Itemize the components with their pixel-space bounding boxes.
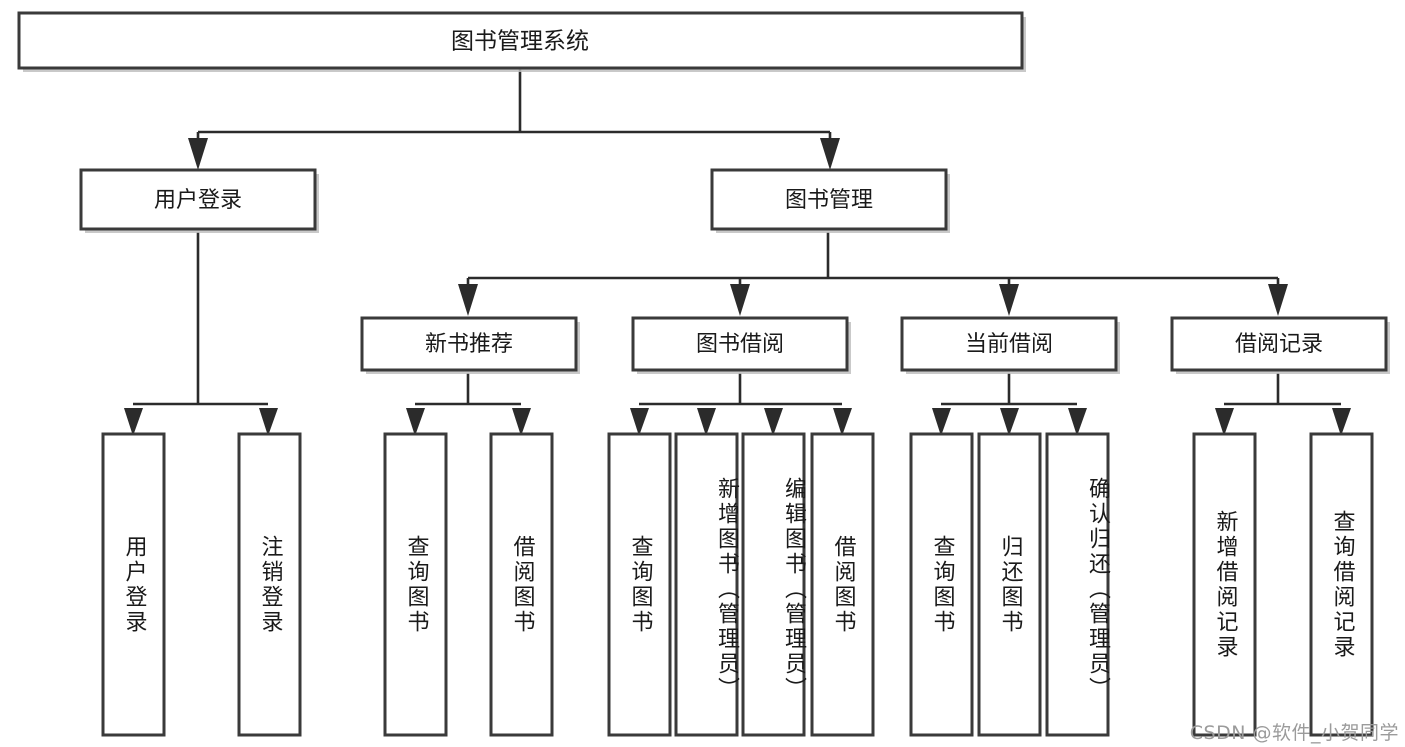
node-book-management[interactable] [710, 168, 950, 233]
connectors-userlogin-to-leaves [124, 232, 278, 436]
node-borrow-record[interactable] [1170, 316, 1390, 374]
level3-label-book-borrow: 图书借阅 [696, 332, 784, 357]
node-new-book-recommend[interactable] [360, 316, 580, 374]
level3-label-borrow-record: 借阅记录 [1235, 332, 1323, 357]
leaf-box [810, 432, 875, 737]
leaf-box [741, 432, 806, 737]
leaf-box [909, 432, 974, 737]
level3-label-current-borrow: 当前借阅 [965, 332, 1053, 357]
leaf-boxes [101, 432, 1374, 737]
connectors-borrowrecord-to-leaves [1215, 373, 1351, 436]
leaf-box [1192, 432, 1257, 737]
csdn-watermark: CSDN @软件_小贺同学 [1189, 722, 1399, 744]
leaf-box [237, 432, 302, 737]
node-current-borrow[interactable] [900, 316, 1120, 374]
root-label: 图书管理系统 [451, 29, 589, 55]
leaf-box [101, 432, 166, 737]
connectors-newbook-to-leaves [406, 373, 531, 436]
node-book-borrow[interactable] [631, 316, 851, 374]
node-user-login[interactable] [79, 168, 319, 233]
leaf-box [383, 432, 448, 737]
connectors-currentborrow-to-leaves [932, 373, 1087, 436]
leaf-box [489, 432, 554, 737]
leaf-box [1045, 432, 1110, 737]
connectors-booksys-to-level3 [458, 232, 1288, 316]
level2-label-book-management: 图书管理 [785, 188, 873, 213]
leaf-box [607, 432, 672, 737]
leaf-box [977, 432, 1042, 737]
level3-label-new-book-recommend: 新书推荐 [425, 332, 513, 357]
connectors-root-to-level2 [188, 68, 840, 170]
leaf-box [674, 432, 739, 737]
node-root-book-management-system[interactable] [17, 11, 1026, 72]
level2-label-user-login: 用户登录 [154, 188, 242, 213]
connectors-bookborrow-to-leaves [630, 373, 852, 436]
leaf-box [1309, 432, 1374, 737]
